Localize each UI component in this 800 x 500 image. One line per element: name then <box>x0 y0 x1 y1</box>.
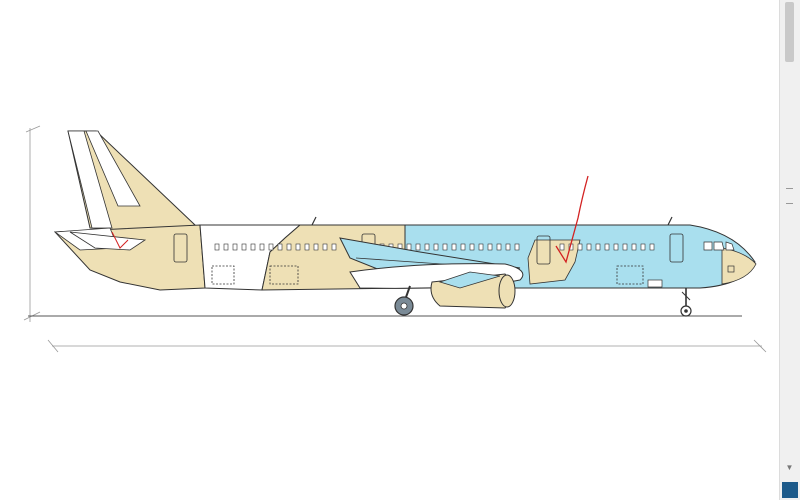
tail-white-stripe <box>67 130 113 229</box>
nose-cream-cone <box>721 247 757 285</box>
engine-pylon <box>438 271 501 289</box>
nose-panel <box>727 265 735 273</box>
cockpit-windows <box>703 241 735 251</box>
nose-gear-brace <box>681 291 691 301</box>
red-tick-small <box>111 231 129 249</box>
corner-resize-icon[interactable] <box>782 482 798 498</box>
engine-intake <box>498 274 516 308</box>
tail-white-stripe-2 <box>85 130 141 207</box>
horizontal-stabilizer <box>69 231 147 251</box>
forward-cream-patch <box>527 239 581 285</box>
cargo-doors <box>211 265 644 285</box>
antennas <box>311 216 673 226</box>
cabin-windows <box>214 243 655 251</box>
drawing-canvas <box>23 125 767 353</box>
main-gear-hub <box>400 302 408 310</box>
red-check-mark <box>555 175 589 264</box>
grip-lines-icon[interactable] <box>786 188 793 204</box>
scroll-down-icon[interactable]: ▼ <box>785 463 794 472</box>
nose-gear-hub <box>684 309 688 313</box>
nose-gear-door <box>647 279 663 288</box>
scrollbar-thumb[interactable] <box>785 2 794 62</box>
vertical-scrollbar[interactable]: ▲ ▼ <box>779 0 800 500</box>
dimension-lines <box>23 125 767 353</box>
